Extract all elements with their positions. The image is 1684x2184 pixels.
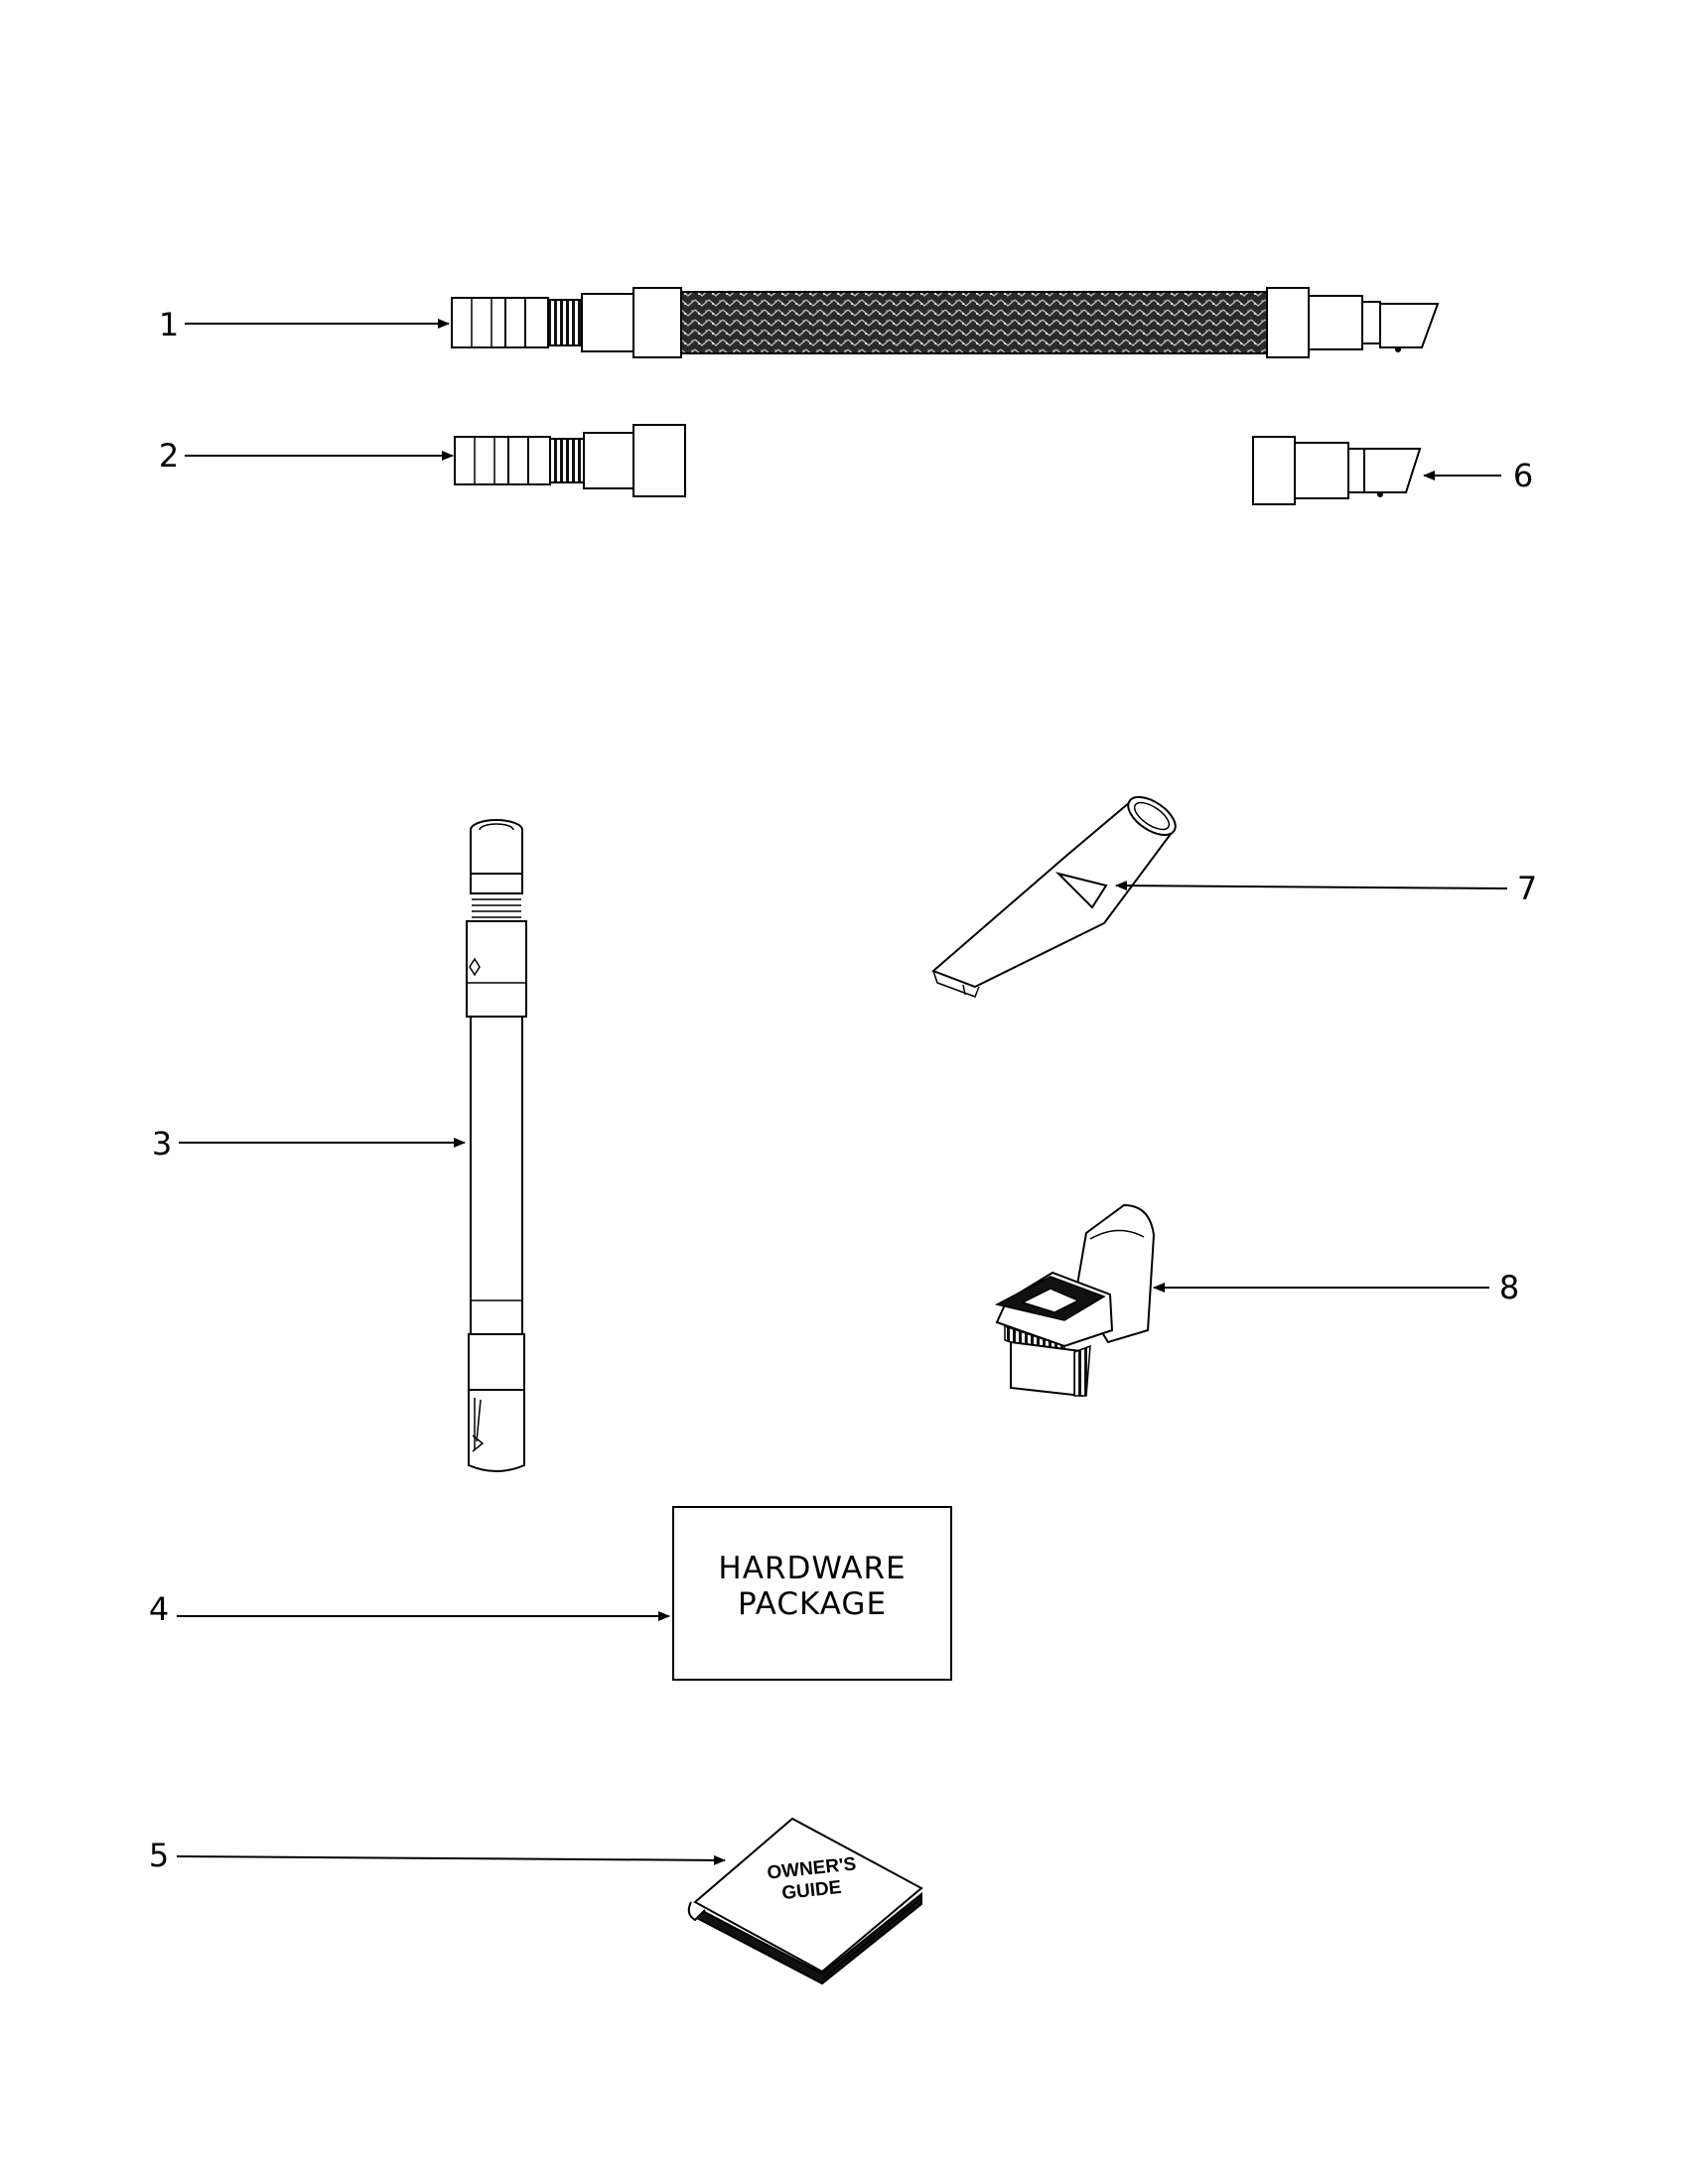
part-7-crevice-tool bbox=[931, 795, 1177, 998]
part-2-hose-end bbox=[454, 424, 686, 497]
callout-5: 5 bbox=[149, 1837, 726, 1874]
callout-2: 2 bbox=[159, 437, 454, 475]
part-4-hardware-package: HARDWARE PACKAGE bbox=[672, 1506, 952, 1681]
part-3-extension-wand bbox=[466, 819, 527, 1472]
callout-label-7: 7 bbox=[1517, 870, 1537, 907]
leader-arrow-7 bbox=[1115, 881, 1508, 891]
callout-8: 8 bbox=[1153, 1269, 1519, 1306]
callout-label-5: 5 bbox=[149, 1837, 169, 1874]
callout-label-1: 1 bbox=[159, 306, 179, 343]
callout-label-2: 2 bbox=[159, 437, 179, 475]
callout-label-4: 4 bbox=[149, 1590, 169, 1628]
callout-7: 7 bbox=[1115, 870, 1537, 907]
callout-label-3: 3 bbox=[152, 1125, 172, 1162]
callout-label-8: 8 bbox=[1499, 1269, 1519, 1306]
part-8-dusting-brush bbox=[994, 1203, 1156, 1398]
part-6-hose-end bbox=[1252, 436, 1422, 505]
callout-4: 4 bbox=[149, 1590, 670, 1628]
hardware-package-line1: HARDWARE bbox=[718, 1551, 906, 1586]
part-5-owners-guide: OWNER'S GUIDE bbox=[687, 1817, 923, 1985]
leader-arrow-5 bbox=[176, 1854, 726, 1865]
callout-6: 6 bbox=[1423, 457, 1533, 494]
hardware-package-line2: PACKAGE bbox=[738, 1586, 887, 1622]
callout-3: 3 bbox=[152, 1125, 466, 1162]
part-1-hose-assembly bbox=[451, 287, 1440, 358]
callout-label-6: 6 bbox=[1513, 457, 1533, 494]
callout-1: 1 bbox=[159, 306, 450, 343]
